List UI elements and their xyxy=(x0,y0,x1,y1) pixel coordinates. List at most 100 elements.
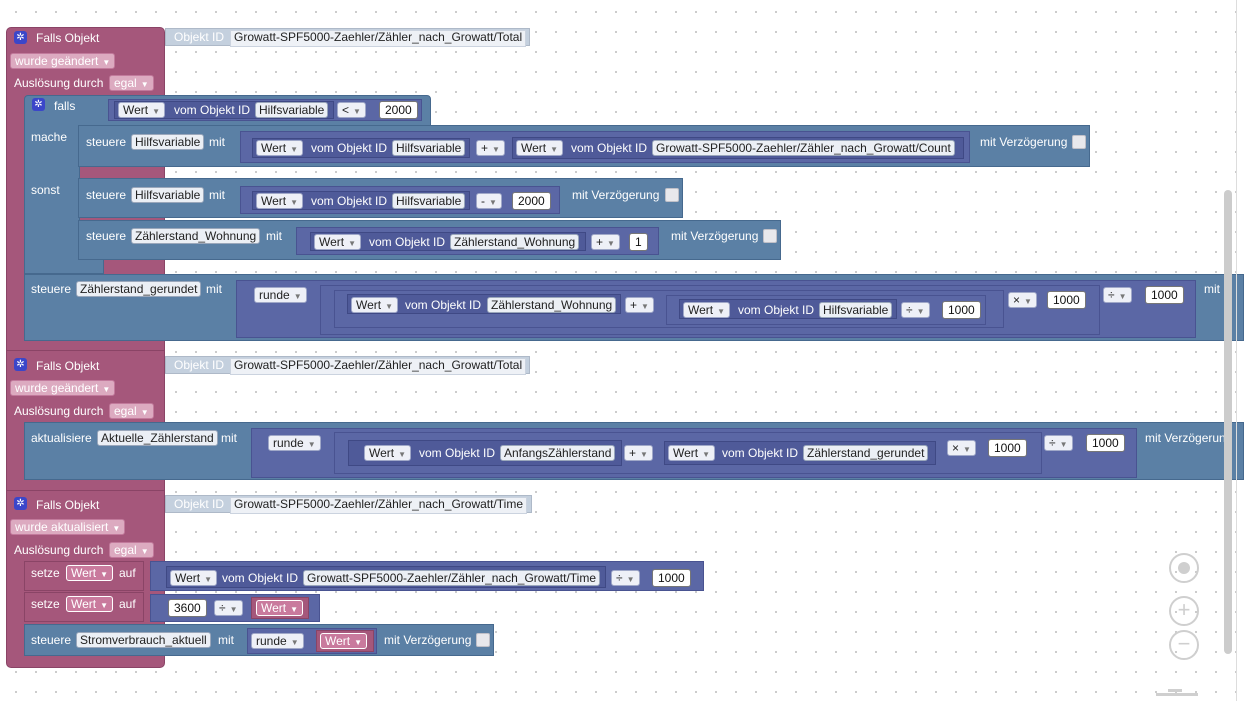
vom-label: vom Objekt ID xyxy=(405,298,482,312)
number-field[interactable]: 2000 xyxy=(512,192,551,210)
mit-label: mit xyxy=(206,282,222,296)
operator-dropdown[interactable]: ÷▼ xyxy=(611,570,640,586)
wert-dropdown[interactable]: Wert▼ xyxy=(118,102,166,118)
operator-dropdown[interactable]: ÷▼ xyxy=(1103,287,1132,303)
delay-checkbox[interactable] xyxy=(763,229,777,243)
object-field[interactable]: Growatt-SPF5000-Zaehler/Zähler_nach_Grow… xyxy=(303,570,601,586)
trigger-dropdown-2[interactable]: egal▼ xyxy=(109,403,154,419)
wert-dropdown[interactable]: Wert▼ xyxy=(516,140,564,156)
trigger-label-3: Auslösung durch xyxy=(14,543,104,557)
vom-label: vom Objekt ID xyxy=(369,235,446,249)
auf-label: auf xyxy=(119,597,136,611)
delay-checkbox[interactable] xyxy=(665,188,679,202)
operator-dropdown[interactable]: <▼ xyxy=(337,102,366,118)
variable-dropdown[interactable]: Wert▼ xyxy=(320,633,368,649)
wert-dropdown[interactable]: Wert▼ xyxy=(314,234,362,250)
vom-label: vom Objekt ID xyxy=(722,446,799,460)
mit-label: mit xyxy=(218,633,234,647)
gear-icon[interactable]: ✲ xyxy=(14,497,27,510)
zoom-out-icon[interactable]: − xyxy=(1169,630,1199,660)
objid-field-2[interactable]: Objekt ID Growatt-SPF5000-Zaehler/Zähler… xyxy=(165,356,530,375)
objid-field-1[interactable]: Objekt ID Growatt-SPF5000-Zaehler/Zähler… xyxy=(165,28,530,47)
delay-checkbox[interactable] xyxy=(1072,135,1086,149)
number-field[interactable]: 1 xyxy=(629,233,648,251)
setze-label: setze xyxy=(31,597,60,611)
number-field[interactable]: 1000 xyxy=(988,439,1027,457)
object-field[interactable]: Hilfsvariable xyxy=(392,140,466,156)
variable-dropdown[interactable]: Wert▼ xyxy=(256,600,304,616)
trigger-dropdown-3[interactable]: egal▼ xyxy=(109,542,154,558)
if-label: falls xyxy=(54,99,76,113)
block3-header: Falls Objekt xyxy=(36,498,100,512)
variable-field[interactable]: Stromverbrauch_aktuell xyxy=(76,632,211,648)
variable-dropdown[interactable]: Wert▼ xyxy=(66,565,114,581)
operator-dropdown[interactable]: +▼ xyxy=(624,445,653,461)
wert-dropdown[interactable]: Wert▼ xyxy=(351,297,399,313)
operator-dropdown[interactable]: ÷▼ xyxy=(901,302,930,318)
object-field[interactable]: Hilfsvariable xyxy=(255,102,329,118)
operator-dropdown[interactable]: +▼ xyxy=(625,297,654,313)
delay-label: mit Verzögerung xyxy=(671,229,759,243)
object-field[interactable]: Zählerstand_Wohnung xyxy=(450,234,580,250)
event-dropdown-3[interactable]: wurde aktualisiert▼ xyxy=(10,519,126,535)
object-field[interactable]: AnfangsZählerstand xyxy=(500,445,616,461)
gear-icon[interactable]: ✲ xyxy=(14,358,27,371)
operator-dropdown[interactable]: +▼ xyxy=(591,234,620,250)
gear-icon[interactable]: ✲ xyxy=(14,31,27,44)
operator-dropdown[interactable]: +▼ xyxy=(476,140,505,156)
zoom-in-icon[interactable]: + xyxy=(1169,596,1199,626)
round-dropdown[interactable]: runde▼ xyxy=(268,435,321,451)
vertical-scrollbar[interactable] xyxy=(1224,190,1232,654)
trigger-dropdown-1[interactable]: egal▼ xyxy=(109,75,154,91)
number-field[interactable]: 1000 xyxy=(1145,286,1184,304)
variable-field[interactable]: Zählerstand_Wohnung xyxy=(131,228,261,244)
number-field[interactable]: 2000 xyxy=(379,101,418,119)
if-else-block-foot xyxy=(24,260,104,274)
number-field[interactable]: 3600 xyxy=(168,599,207,617)
wert-dropdown[interactable]: Wert▼ xyxy=(256,140,304,156)
round-dropdown[interactable]: runde▼ xyxy=(254,287,307,303)
delay-label: mit Verzögerung xyxy=(1145,431,1233,445)
wert-dropdown[interactable]: Wert▼ xyxy=(256,193,304,209)
variable-field[interactable]: Hilfsvariable xyxy=(131,187,205,203)
event-dropdown-2[interactable]: wurde geändert▼ xyxy=(10,380,116,396)
variable-dropdown[interactable]: Wert▼ xyxy=(66,596,114,612)
operator-dropdown[interactable]: ÷▼ xyxy=(214,600,243,616)
delay-label: mit Verzögerung xyxy=(384,633,472,647)
variable-field[interactable]: Zählerstand_gerundet xyxy=(76,281,202,297)
round-dropdown[interactable]: runde▼ xyxy=(251,633,304,649)
trigger-label-1: Auslösung durch xyxy=(14,76,104,90)
number-field[interactable]: 1000 xyxy=(1047,291,1086,309)
delay-checkbox[interactable] xyxy=(476,633,490,647)
operator-dropdown[interactable]: ÷▼ xyxy=(1044,435,1073,451)
object-field[interactable]: Growatt-SPF5000-Zaehler/Zähler_nach_Grow… xyxy=(652,140,955,156)
wert-dropdown[interactable]: Wert▼ xyxy=(364,445,412,461)
right-edge-line xyxy=(1236,0,1237,701)
object-field[interactable]: Zählerstand_Wohnung xyxy=(487,297,617,313)
variable-field[interactable]: Aktuelle_Zählerstand xyxy=(97,430,218,446)
number-field[interactable]: 1000 xyxy=(942,301,981,319)
wert-dropdown[interactable]: Wert▼ xyxy=(683,302,731,318)
trash-icon[interactable] xyxy=(1156,689,1198,701)
number-field[interactable]: 1000 xyxy=(1086,434,1125,452)
object-field[interactable]: Zählerstand_gerundet xyxy=(803,445,929,461)
mit-label: mit xyxy=(209,135,225,149)
variable-field[interactable]: Hilfsvariable xyxy=(131,134,205,150)
steuere-label: steuere xyxy=(31,633,72,647)
target-icon[interactable] xyxy=(1169,553,1199,583)
operator-dropdown[interactable]: -▼ xyxy=(476,193,502,209)
operator-dropdown[interactable]: ×▼ xyxy=(947,440,976,456)
else-label: sonst xyxy=(31,183,60,197)
wert-dropdown[interactable]: Wert▼ xyxy=(170,570,218,586)
steuere-label: steuere xyxy=(31,282,72,296)
objid-field-3[interactable]: Objekt ID Growatt-SPF5000-Zaehler/Zähler… xyxy=(165,495,532,514)
wert-dropdown[interactable]: Wert▼ xyxy=(668,445,716,461)
do-label: mache xyxy=(31,130,68,144)
operator-dropdown[interactable]: ×▼ xyxy=(1008,292,1037,308)
object-field[interactable]: Hilfsvariable xyxy=(819,302,893,318)
event-dropdown-1[interactable]: wurde geändert▼ xyxy=(10,53,116,69)
gear-icon[interactable]: ✲ xyxy=(32,98,45,111)
number-field[interactable]: 1000 xyxy=(652,569,691,587)
setze-label: setze xyxy=(31,566,60,580)
object-field[interactable]: Hilfsvariable xyxy=(392,193,466,209)
